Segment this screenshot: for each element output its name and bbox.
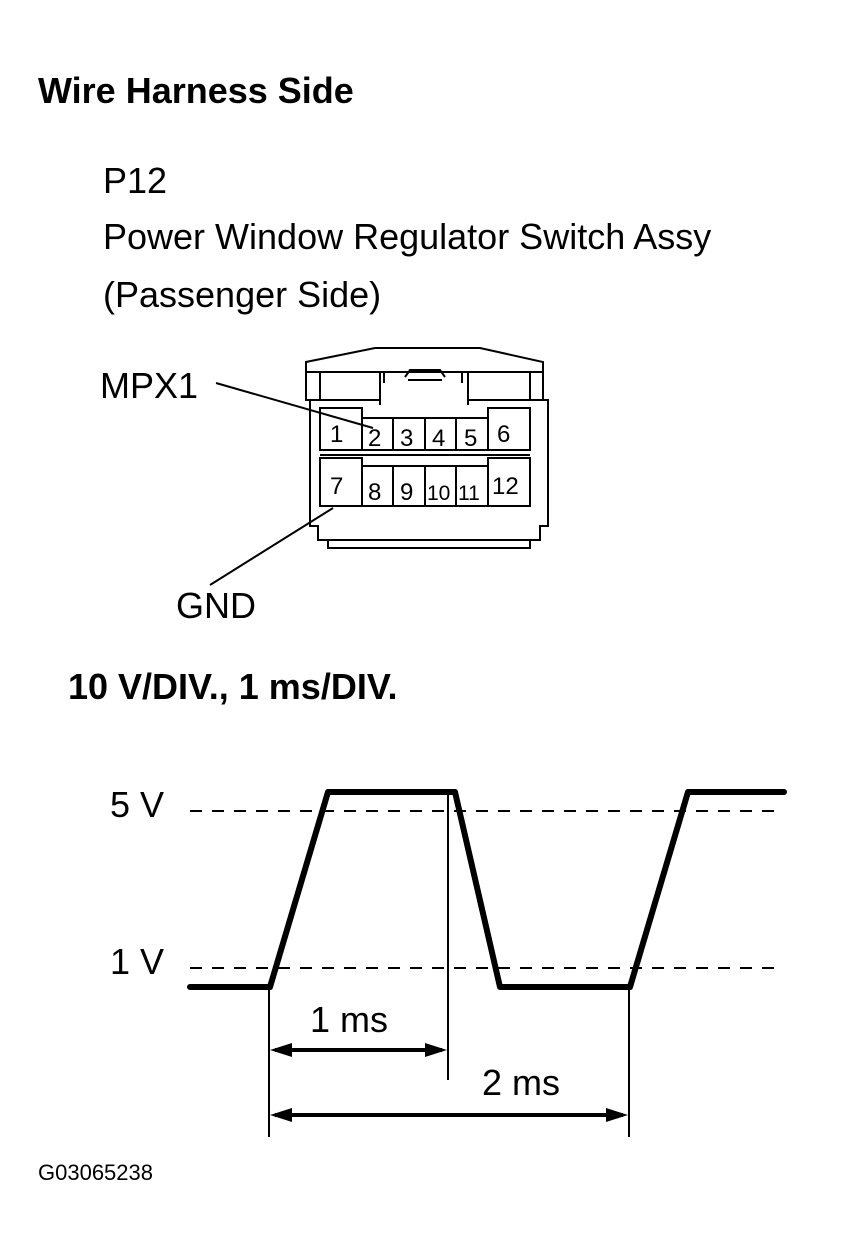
connector-name: Power Window Regulator Switch Assy: [103, 216, 712, 257]
connector-drawing: [305, 347, 549, 549]
dimension-label-1ms: 1 ms: [310, 999, 388, 1040]
figure-id: G03065238: [38, 1160, 153, 1185]
pin-8: 8: [368, 479, 381, 506]
arrowhead-2ms-left: [270, 1108, 292, 1122]
pin-9: 9: [400, 479, 413, 506]
arrowhead-1ms-right: [425, 1043, 447, 1057]
pin-7: 7: [330, 473, 343, 500]
callout-mpx1-label: MPX1: [100, 365, 198, 406]
section-heading: Wire Harness Side: [38, 70, 354, 111]
pin-6: 6: [497, 421, 510, 448]
arrowhead-1ms-left: [270, 1043, 292, 1057]
arrowhead-2ms-right: [606, 1108, 628, 1122]
pin-2: 2: [368, 425, 381, 452]
callout-gnd-leader: [209, 507, 334, 586]
pin-5: 5: [464, 425, 477, 452]
pin-3: 3: [400, 425, 413, 452]
level-label-5v: 5 V: [110, 784, 164, 825]
connector-side: (Passenger Side): [103, 274, 382, 315]
callout-mpx1-leader: [215, 382, 374, 429]
pin-1: 1: [330, 421, 343, 448]
pin-10: 10: [427, 482, 450, 505]
dimension-lines: [268, 792, 630, 1137]
connector-code: P12: [103, 160, 168, 201]
dimension-arrows: [270, 1043, 628, 1122]
dimension-label-2ms: 2 ms: [482, 1062, 560, 1103]
pin-11: 11: [458, 482, 480, 505]
scope-setting: 10 V/DIV., 1 ms/DIV.: [68, 666, 398, 707]
signal-trace: [187, 789, 787, 990]
callout-gnd-label: GND: [176, 585, 256, 626]
connector-pins: 1 2 3 4 5 6 7 8 9 10 11 12: [330, 421, 519, 506]
pin-12: 12: [492, 473, 519, 500]
level-label-1v: 1 V: [110, 941, 164, 982]
pin-4: 4: [432, 425, 445, 452]
